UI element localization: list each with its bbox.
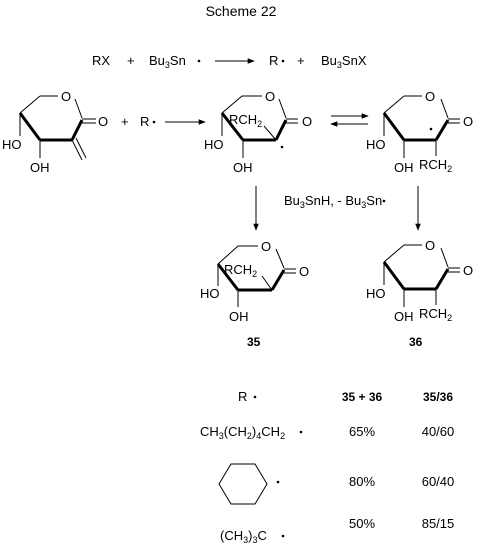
yield-cell: 50%	[349, 516, 375, 531]
hydroxyl-label: OH	[394, 309, 414, 324]
rx-label: RX	[92, 53, 110, 68]
radical-dot	[280, 145, 284, 149]
bu-subscript: 3	[337, 60, 342, 70]
sn-label: Sn	[170, 53, 186, 68]
svg-text:CH3(CH2)4CH2: CH3(CH2)4CH2	[200, 424, 285, 441]
scheme-title: Scheme 22	[206, 3, 277, 19]
carbonyl-oxygen-label: O	[463, 114, 473, 129]
ratio-cell: 40/60	[422, 424, 455, 439]
hydroxyl-label: OH	[233, 160, 253, 175]
rch2-subscript: 2	[257, 119, 262, 129]
compound-35-label: 35	[247, 335, 261, 349]
svg-text:Bu3SnH, - Bu3Sn: Bu3SnH, - Bu3Sn	[284, 193, 382, 210]
r-radical-label: R	[269, 53, 278, 68]
svg-text:Bu3SnX: Bu3SnX	[321, 53, 367, 70]
rch2-label: RCH	[229, 112, 257, 127]
cyclohexyl-ring	[218, 463, 268, 505]
table-row: 80% 60/40	[218, 463, 455, 505]
table-header-r: R	[238, 389, 247, 404]
ring-oxygen-label: O	[261, 239, 271, 254]
rch2-subscript: 2	[447, 164, 452, 174]
table-row: (CH3)3C 50% 85/15	[220, 516, 454, 545]
carbonyl-oxygen-label: O	[302, 114, 312, 129]
hydroxyl-label: OH	[30, 160, 50, 175]
initiation-equation: RX + Bu3Sn R + Bu3SnX	[92, 53, 367, 70]
r-radical-label: R	[140, 114, 149, 129]
table-header-ratio: 35/36	[423, 390, 453, 404]
hydroxyl-label: HO	[200, 286, 220, 301]
carbonyl-oxygen-label: O	[299, 264, 309, 279]
ring-oxygen-label: O	[265, 89, 275, 104]
hydroxyl-label: HO	[366, 137, 386, 152]
ratio-cell: 85/15	[422, 516, 455, 531]
compound-36-label: 36	[409, 335, 423, 349]
svg-text:RCH2: RCH2	[419, 306, 452, 323]
rch2-label: RCH	[224, 262, 252, 277]
rch2-subscript: 2	[252, 269, 257, 279]
hydroxyl-label: HO	[366, 286, 386, 301]
ring-oxygen-label: O	[425, 89, 435, 104]
radical-dot	[253, 395, 257, 399]
bu-label: Bu	[149, 53, 165, 68]
reduction-conditions: Bu3SnH, - Bu3Sn	[284, 193, 386, 210]
plus-sign: +	[297, 53, 305, 68]
results-table: R 35 + 36 35/36 CH3(CH2)4CH2 65% 40/60 8…	[200, 389, 454, 545]
radical-dot	[152, 120, 156, 124]
rch2-subscript: 2	[447, 313, 452, 323]
radical-dot	[429, 127, 433, 131]
snx-label: SnX	[342, 53, 367, 68]
yield-cell: 65%	[349, 424, 375, 439]
radical-dot	[281, 59, 285, 63]
bu-subscript: 3	[165, 60, 170, 70]
table-header-yield: 35 + 36	[342, 390, 383, 404]
rch2-label: RCH	[419, 157, 447, 172]
rch2-label: RCH	[419, 306, 447, 321]
ring-oxygen-label: O	[425, 238, 435, 253]
carbonyl-oxygen-label: O	[98, 114, 108, 129]
svg-text:RCH2: RCH2	[224, 262, 257, 279]
axial-radical-intermediate-structure: O O RCH2 HO OH	[204, 89, 312, 175]
equatorial-radical-intermediate-structure: O O HO OH RCH2	[366, 89, 473, 175]
carbonyl-oxygen-label: O	[463, 263, 473, 278]
plus-sign: +	[127, 53, 135, 68]
radical-dot	[197, 59, 201, 63]
product-36-structure: O O HO OH RCH2	[366, 238, 473, 324]
yield-cell: 80%	[349, 474, 375, 489]
starting-lactone-structure: O O HO OH	[2, 89, 108, 175]
equilibrium-arrows	[330, 113, 369, 127]
product-35-structure: O O RCH2 HO OH	[200, 239, 309, 324]
plus-sign: +	[121, 114, 129, 129]
table-row: CH3(CH2)4CH2 65% 40/60	[200, 424, 454, 441]
ring-oxygen-label: O	[61, 89, 71, 104]
svg-text:Bu3Sn: Bu3Sn	[149, 53, 186, 70]
ratio-cell: 60/40	[422, 474, 455, 489]
hydroxyl-label: HO	[2, 137, 22, 152]
svg-text:RCH2: RCH2	[229, 112, 262, 129]
bu-label: Bu	[321, 53, 337, 68]
hydroxyl-label: HO	[204, 137, 224, 152]
svg-text:(CH3)3C: (CH3)3C	[220, 528, 267, 545]
hydroxyl-label: OH	[229, 309, 249, 324]
hydroxyl-label: OH	[394, 160, 414, 175]
svg-text:RCH2: RCH2	[419, 157, 452, 174]
